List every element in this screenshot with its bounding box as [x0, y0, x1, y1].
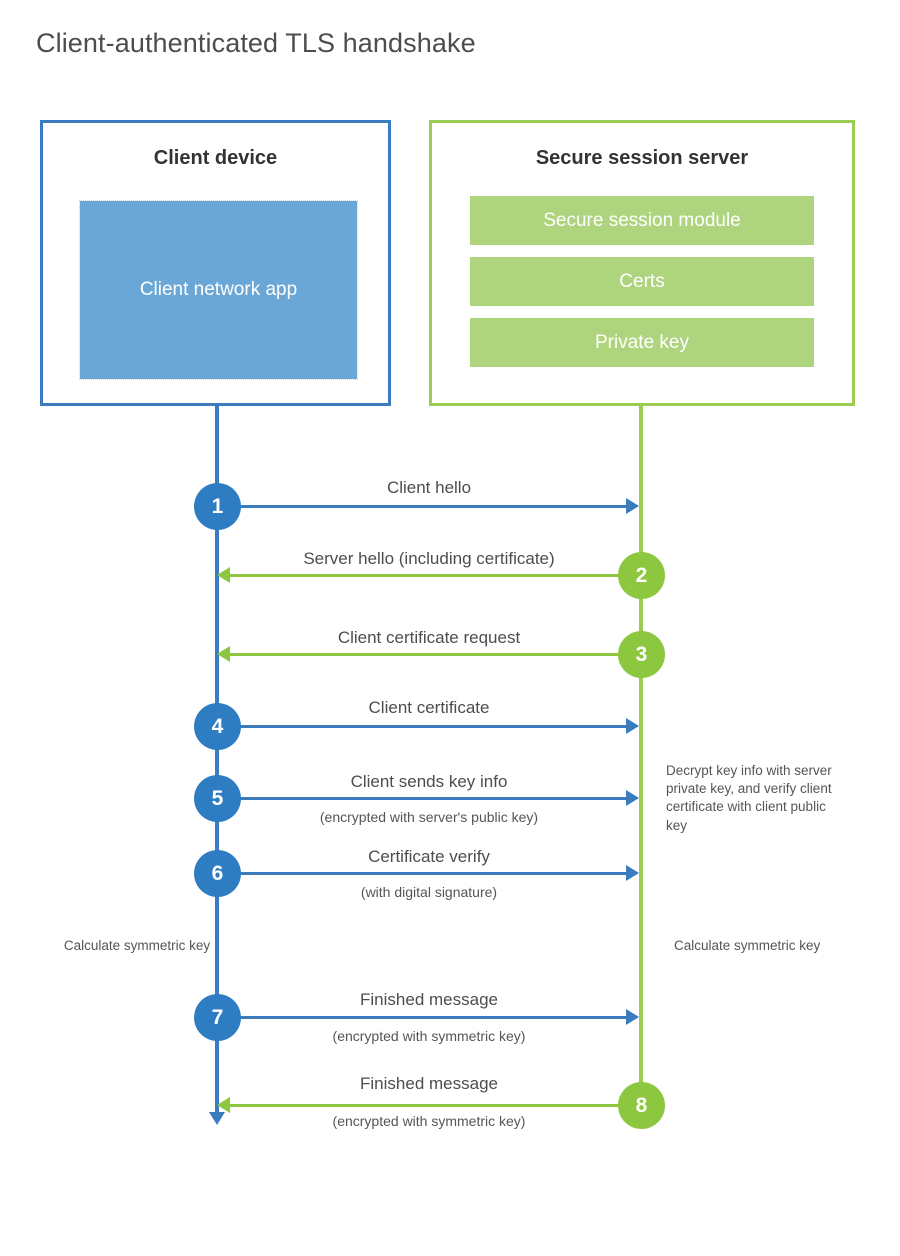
- step-6-arrow-head-icon: [626, 865, 639, 881]
- step-8-arrow-line: [223, 1104, 641, 1107]
- client-lifeline-end-arrow-icon: [209, 1112, 225, 1125]
- step-2-badge[interactable]: 2: [618, 552, 665, 599]
- step-5-sublabel: (encrypted with server's public key): [319, 809, 539, 825]
- step-8-sublabel: (encrypted with symmetric key): [332, 1113, 526, 1129]
- server-lifeline: [639, 405, 643, 1105]
- step-8-arrow-head-icon: [217, 1097, 230, 1113]
- annotation-server-calculate-symmetric-key: Calculate symmetric key: [674, 938, 821, 953]
- step-4-label: Client certificate: [368, 698, 490, 717]
- step-5-arrow-line: [217, 797, 635, 800]
- step-1-label: Client hello: [386, 478, 472, 497]
- client-network-app-label: Client network app: [139, 279, 298, 301]
- step-2-label: Server hello (including certificate): [303, 549, 555, 568]
- client-device-box: Client device Client network app: [40, 120, 391, 406]
- step-7-arrow-line: [217, 1016, 635, 1019]
- step-2-arrow-head-icon: [217, 567, 230, 583]
- secure-session-server-box: Secure session server Secure session mod…: [429, 120, 855, 406]
- step-1-arrow-line: [217, 505, 635, 508]
- step-7-arrow-head-icon: [626, 1009, 639, 1025]
- step-7-badge[interactable]: 7: [194, 994, 241, 1041]
- server-module-certs: Certs: [470, 257, 814, 306]
- step-8-label: Finished message: [360, 1074, 498, 1093]
- step-5-label: Client sends key info: [350, 772, 508, 791]
- server-module-secure-session-module: Secure session module: [470, 196, 814, 245]
- step-2-arrow-line: [223, 574, 641, 577]
- step-1-badge[interactable]: 1: [194, 483, 241, 530]
- step-7-label: Finished message: [360, 990, 498, 1009]
- step-6-arrow-line: [217, 872, 635, 875]
- step-4-arrow-line: [217, 725, 635, 728]
- step-6-badge[interactable]: 6: [194, 850, 241, 897]
- step-8-badge[interactable]: 8: [618, 1082, 665, 1129]
- server-module-list: Secure session module Certs Private key: [470, 196, 814, 379]
- step-6-sublabel: (with digital signature): [360, 884, 498, 900]
- step-3-arrow-head-icon: [217, 646, 230, 662]
- secure-session-server-title: Secure session server: [535, 147, 749, 169]
- step-3-label: Client certificate request: [337, 628, 521, 647]
- step-4-badge[interactable]: 4: [194, 703, 241, 750]
- step-3-badge[interactable]: 3: [618, 631, 665, 678]
- client-lifeline: [215, 405, 219, 1120]
- page-title: Client-authenticated TLS handshake: [36, 28, 476, 58]
- step-5-arrow-head-icon: [626, 790, 639, 806]
- server-module-private-key: Private key: [470, 318, 814, 367]
- annotation-decrypt-key-info: Decrypt key info with server private key…: [666, 763, 832, 833]
- step-3-arrow-line: [223, 653, 641, 656]
- step-5-badge[interactable]: 5: [194, 775, 241, 822]
- step-7-sublabel: (encrypted with symmetric key): [332, 1028, 526, 1044]
- client-device-title: Client device: [153, 147, 278, 169]
- step-6-label: Certificate verify: [368, 847, 490, 866]
- annotation-client-calculate-symmetric-key: Calculate symmetric key: [63, 938, 211, 953]
- client-network-app-block: Client network app: [79, 200, 358, 380]
- step-1-arrow-head-icon: [626, 498, 639, 514]
- step-4-arrow-head-icon: [626, 718, 639, 734]
